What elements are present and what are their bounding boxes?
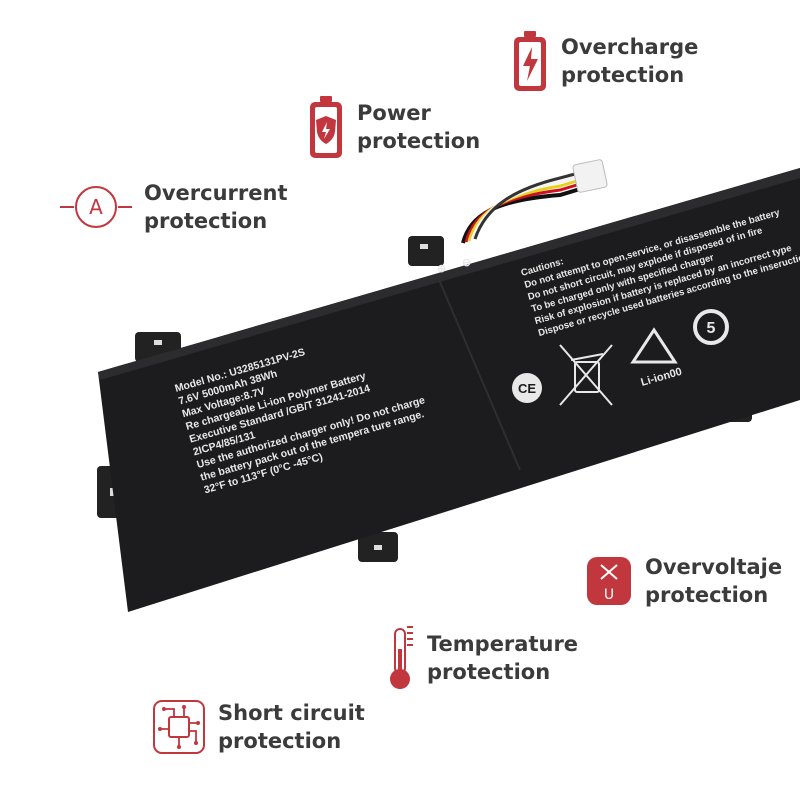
wire-harness (461, 159, 608, 244)
svg-text:5: 5 (707, 320, 716, 337)
ammeter-icon: A (60, 186, 132, 228)
thermometer-icon (390, 626, 413, 689)
plus-terminal-mark: ⊕ (437, 263, 446, 275)
rohs-icon: 5 (693, 309, 729, 345)
feature-overcharge: Overcharge protection (511, 29, 698, 93)
feature-label: Overcurrent protection (144, 181, 288, 233)
feature-label: Power protection (357, 101, 481, 153)
minus-terminal-mark: ⊖ (462, 257, 471, 269)
feature-overcurrent: A Overcurrent protection (60, 179, 287, 235)
feature-overvoltage: U Overvoltaje protection (585, 553, 782, 609)
battery-bolt-icon (514, 31, 546, 91)
svg-text:CE: CE (518, 381, 536, 396)
feature-temperature: Temperature protection (387, 623, 578, 693)
ce-mark-icon: CE (512, 373, 542, 403)
circuit-chip-icon (153, 700, 205, 754)
feature-label: Temperature protection (427, 632, 579, 684)
feature-power: Power protection (307, 94, 480, 160)
battery-shield-icon (310, 96, 342, 158)
feature-label: Overvoltaje protection (645, 555, 783, 607)
feature-label: Overcharge protection (561, 35, 699, 87)
voltage-icon: U (587, 557, 631, 605)
crossed-bin-icon (559, 344, 613, 406)
feature-label: Short circuit protection (218, 701, 365, 753)
svg-text:A: A (89, 195, 103, 219)
feature-short-circuit: Short circuit protection (152, 699, 365, 755)
svg-text:U: U (604, 587, 614, 603)
